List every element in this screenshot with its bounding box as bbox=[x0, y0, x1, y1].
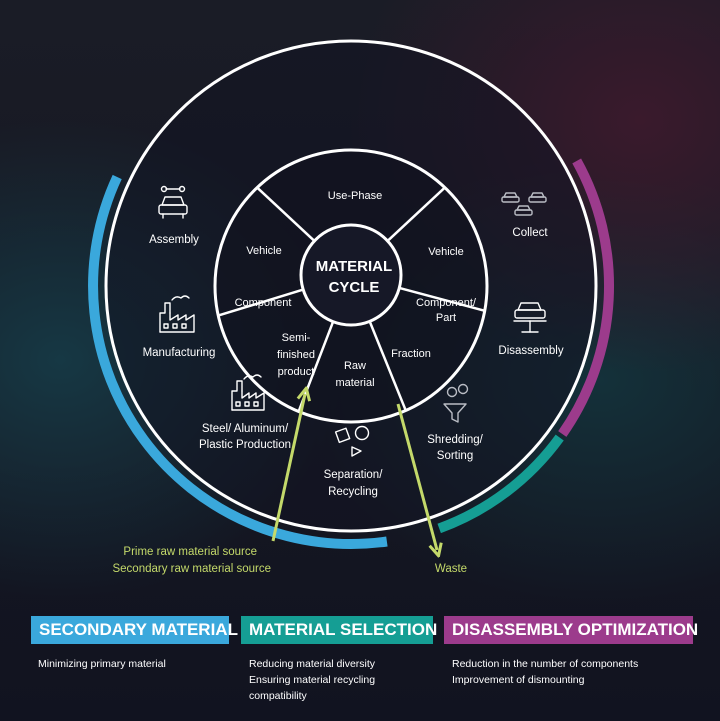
secondary-material-heading: SECONDARY MATERIAL bbox=[31, 616, 238, 644]
stage-shredding-1: Shredding/ bbox=[427, 434, 483, 446]
material-selection-description: Reducing material diversity Ensuring mat… bbox=[249, 656, 375, 704]
funnel-gears-icon bbox=[443, 383, 469, 423]
segment-divider bbox=[256, 186, 316, 242]
stage-manufacturing: Manufacturing bbox=[143, 347, 216, 359]
segment-semi-finished-3: product bbox=[278, 366, 315, 378]
stage-separation-2: Recycling bbox=[328, 486, 378, 498]
strategy-arcs bbox=[88, 158, 615, 549]
car-lift-icon bbox=[513, 302, 547, 333]
segment-component: Component bbox=[235, 297, 292, 309]
material-selection-heading: MATERIAL SELECTION bbox=[241, 616, 437, 644]
segment-vehicle-right: Vehicle bbox=[428, 246, 463, 258]
cars-fleet-icon bbox=[501, 192, 547, 216]
waste-arrow bbox=[396, 403, 437, 550]
legend-line: Ensuring material recycling bbox=[249, 674, 376, 686]
center-title-line2: CYCLE bbox=[329, 279, 380, 296]
factory-icon bbox=[159, 295, 195, 333]
stage-shredding-2: Sorting bbox=[437, 450, 473, 462]
disassembly-optimization-description: Reduction in the number of components Im… bbox=[452, 656, 638, 688]
waste-label: Waste bbox=[435, 563, 467, 575]
segment-fraction: Fraction bbox=[391, 348, 431, 360]
segment-component-part-2: Part bbox=[436, 312, 456, 324]
center-hub bbox=[299, 223, 403, 327]
center-title-line1: MATERIAL bbox=[316, 258, 392, 275]
car-wrench-icon bbox=[158, 185, 188, 219]
stage-collect: Collect bbox=[512, 227, 548, 239]
disassembly-optimization-arc bbox=[558, 158, 615, 437]
legend-line: Improvement of dismounting bbox=[452, 674, 585, 686]
segment-semi-finished-2: finished bbox=[277, 349, 315, 361]
segment-component-part-1: Component/ bbox=[416, 297, 477, 309]
legend-line: compatibility bbox=[249, 690, 307, 702]
secondary-source-label: Secondary raw material source bbox=[112, 563, 271, 575]
legend-line: Minimizing primary material bbox=[38, 658, 166, 670]
segment-semi-finished-1: Semi- bbox=[282, 332, 311, 344]
stage-disassembly: Disassembly bbox=[498, 345, 563, 357]
stage-separation-1: Separation/ bbox=[324, 469, 384, 481]
segment-raw-material-2: material bbox=[335, 377, 374, 389]
segment-divider bbox=[386, 186, 446, 242]
segment-divider bbox=[217, 288, 304, 317]
segment-divider bbox=[368, 320, 408, 412]
prime-source-label: Prime raw material source bbox=[123, 546, 257, 558]
secondary-material-arc bbox=[88, 174, 388, 549]
stage-assembly: Assembly bbox=[149, 234, 199, 246]
stage-steel-2: Plastic Production bbox=[199, 439, 291, 451]
secondary-material-description: Minimizing primary material bbox=[38, 656, 166, 672]
shapes-sorting-icon bbox=[334, 425, 370, 457]
segment-divider bbox=[398, 286, 486, 313]
legend-line: Reduction in the number of components bbox=[452, 658, 639, 670]
material-selection-arc bbox=[437, 434, 564, 534]
steel-factory-icon bbox=[231, 374, 265, 411]
segment-vehicle-left: Vehicle bbox=[246, 245, 281, 257]
legend-line: Reducing material diversity bbox=[249, 658, 376, 670]
segment-use-phase: Use-Phase bbox=[328, 190, 382, 202]
segment-raw-material-1: Raw bbox=[344, 360, 366, 372]
stage-steel-1: Steel/ Aluminum/ bbox=[202, 423, 289, 435]
disassembly-optimization-heading: DISASSEMBLY OPTIMIZATION bbox=[444, 616, 698, 644]
prime-source-arrow bbox=[271, 394, 305, 542]
